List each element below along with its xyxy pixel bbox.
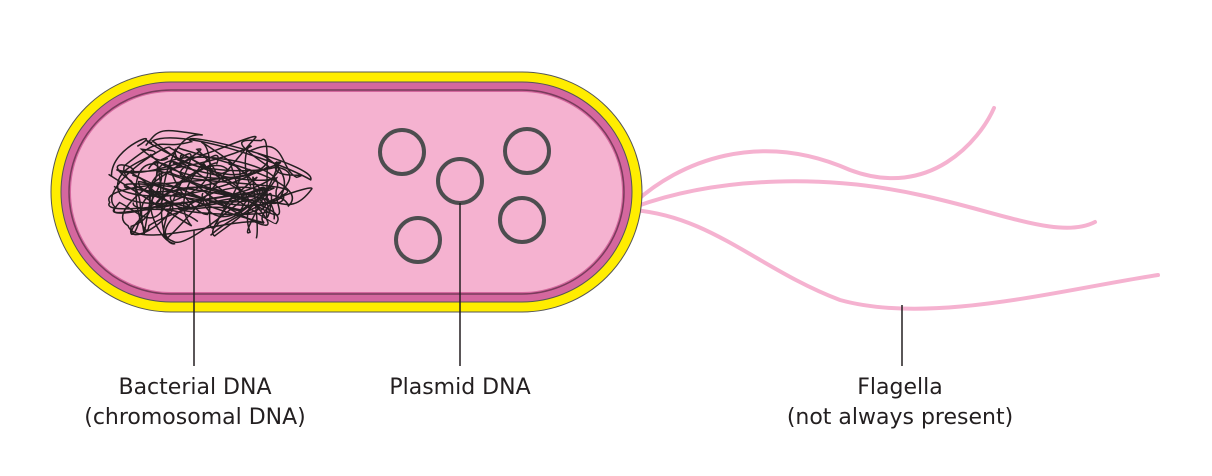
plasmid <box>378 128 426 176</box>
label-plasmid-dna: Plasmid DNA <box>330 373 590 403</box>
plasmids <box>378 127 551 264</box>
dna-strand <box>123 137 312 225</box>
dna-strand <box>132 163 275 231</box>
label-plasmid-dna-line1: Plasmid DNA <box>389 375 531 400</box>
label-flagella: Flagella (not always present) <box>740 373 1060 433</box>
flagellum-middle <box>630 179 1097 230</box>
label-flagella-line1: Flagella <box>857 375 943 400</box>
cell-body <box>50 71 643 313</box>
plasmid <box>394 216 442 264</box>
plasmid <box>503 127 551 175</box>
dna-strand <box>149 138 272 216</box>
label-bacterial-dna: Bacterial DNA (chromosomal DNA) <box>45 373 345 433</box>
dna-strand <box>116 135 257 240</box>
bacterial-dna-tangle <box>108 129 313 245</box>
leader-lines <box>193 203 903 366</box>
label-bacterial-dna-line1: Bacterial DNA <box>118 375 272 400</box>
flagella <box>630 106 1160 311</box>
dna-strand <box>108 138 219 227</box>
flagellum-lower <box>630 208 1160 311</box>
dna-strand <box>209 145 313 236</box>
flagellum-upper <box>630 106 996 207</box>
cytoplasm <box>71 92 622 292</box>
label-flagella-line2: (not always present) <box>786 405 1014 430</box>
label-bacterial-dna-line2: (chromosomal DNA) <box>84 405 306 430</box>
cell-membrane <box>68 89 625 295</box>
plasmid <box>498 196 546 244</box>
